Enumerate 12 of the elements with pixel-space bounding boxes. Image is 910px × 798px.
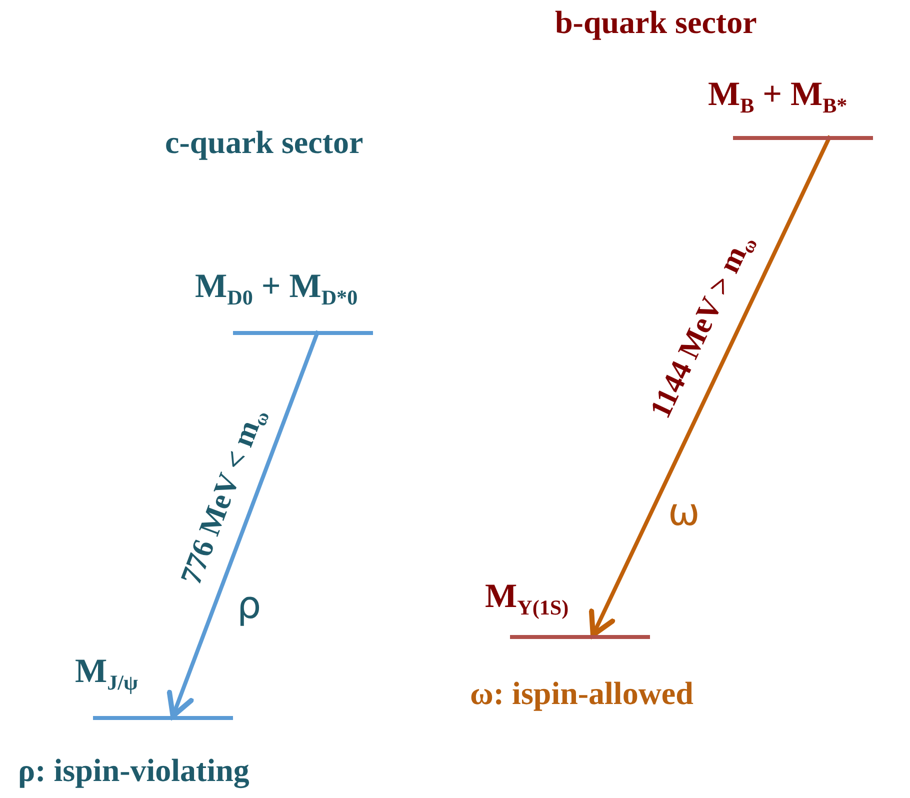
text-label: ρ (237, 583, 262, 627)
arrow (588, 135, 832, 638)
text-label: b-quark sector (555, 4, 757, 41)
text-label: ω: ispin-allowed (470, 675, 694, 712)
energy-level-label: M$_{D0}$ + M$_{D*0}$ (195, 268, 358, 310)
energy-level-label: M$_{Υ(1S)}$ (485, 578, 569, 620)
energy-level-label: M$_{J/ψ}$ (75, 653, 138, 695)
energy-level-label: M$_{B}$ + M$_{B*}$ (708, 76, 848, 118)
arrow (166, 330, 320, 719)
text-label: c-quark sector (165, 124, 364, 161)
text-label: ω (668, 490, 700, 534)
text-label: ρ: ispin-violating (18, 752, 250, 789)
